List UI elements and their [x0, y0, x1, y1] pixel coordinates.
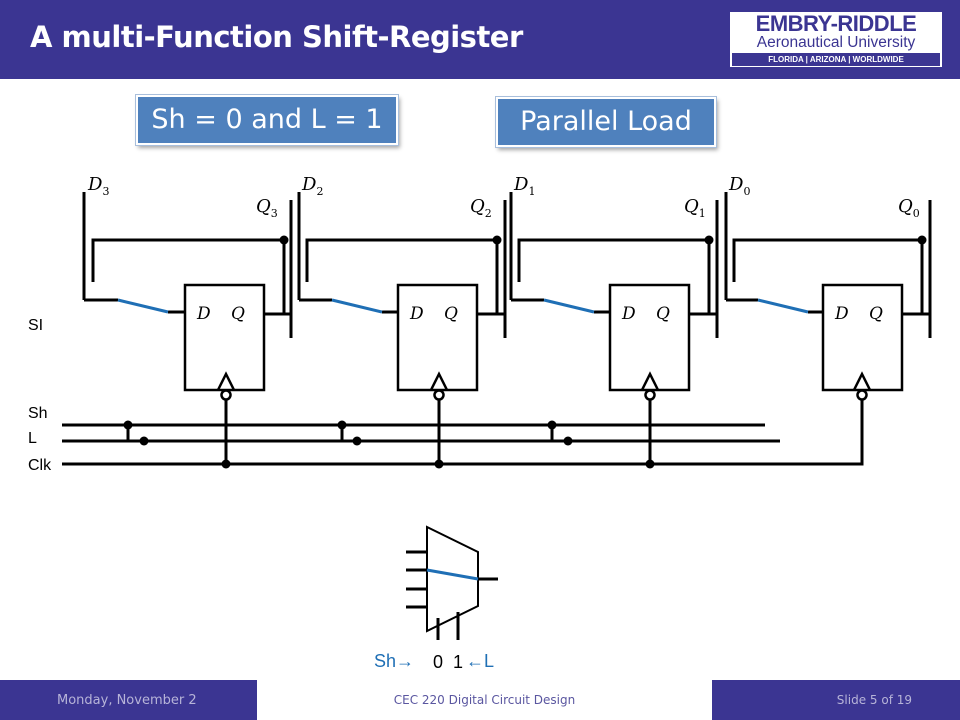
junction-dot — [547, 420, 557, 430]
junction-dot — [645, 459, 655, 469]
d2-label: D2 — [301, 174, 323, 198]
ff-q-label: Q — [231, 304, 245, 324]
common-wires — [62, 400, 864, 466]
junction-dot — [704, 235, 714, 245]
q1-label: Q1 — [684, 196, 706, 220]
ff-q-label: Q — [656, 304, 670, 324]
junction-dot — [139, 436, 149, 446]
junction-dot — [563, 436, 573, 446]
junction-dot — [337, 420, 347, 430]
clock-triangle — [852, 371, 872, 391]
l-label: L — [28, 430, 37, 447]
ff-d-label: D — [621, 304, 636, 324]
junction-dot — [279, 235, 289, 245]
slide-title: A multi-Function Shift-Register — [30, 20, 523, 54]
feedback-wire — [305, 238, 499, 314]
condition-callout: Sh = 0 and L = 1 — [136, 95, 398, 145]
d1-label: D1 — [513, 174, 535, 198]
ff-d-label: D — [196, 304, 211, 324]
selected-path — [331, 298, 383, 314]
clock-triangle — [429, 371, 449, 391]
logo-subtitle: Aeronautical University — [756, 34, 916, 51]
si-label: SI — [28, 317, 43, 334]
ff-q-label: Q — [869, 304, 883, 324]
selected-path — [117, 298, 169, 314]
mux-sel-one: 1 — [453, 652, 463, 672]
signal-labels: SI Sh L Clk — [28, 317, 52, 474]
mode-callout: Parallel Load — [496, 97, 716, 147]
stage-1: D Q D1 Q1 — [509, 174, 719, 469]
mux-selected-path — [426, 568, 479, 581]
clock-bubble — [856, 389, 868, 401]
logo-name: EMBRY-RIDDLE — [755, 11, 917, 36]
q2-label: Q2 — [470, 196, 492, 220]
ff-d-label: D — [409, 304, 424, 324]
feedback-wire — [91, 238, 286, 314]
mux-legend: Sh→ 0 1 ←L — [374, 525, 498, 672]
q3-label: Q3 — [256, 196, 278, 220]
junction-dot — [492, 235, 502, 245]
clock-triangle — [640, 371, 660, 391]
shift-register-diagram: SI Sh L Clk D Q D3 — [28, 174, 932, 672]
footer-bar: Monday, November 2 CEC 220 Digital Circu… — [0, 680, 960, 720]
junction-dot — [221, 459, 231, 469]
footer-date: Monday, November 2 — [57, 693, 197, 708]
d0-label: D0 — [728, 174, 750, 198]
clock-bubble — [644, 389, 656, 401]
mux-l-label: ←L — [466, 651, 494, 671]
clock-bubble — [433, 389, 445, 401]
feedback-wire — [517, 238, 711, 314]
selected-path — [543, 298, 595, 314]
footer-center-panel — [257, 680, 712, 720]
clock-triangle — [216, 371, 236, 391]
stage-0: D Q D0 Q0 — [724, 174, 932, 401]
stage-2: D Q D2 Q2 — [297, 174, 507, 469]
stage-3: D Q D3 Q3 — [82, 174, 293, 469]
sh-label: Sh — [28, 405, 48, 422]
junction-dot — [434, 459, 444, 469]
ff-d-label: D — [834, 304, 849, 324]
q0-label: Q0 — [898, 196, 920, 220]
footer-course: CEC 220 Digital Circuit Design — [393, 693, 576, 707]
junction-dot — [352, 436, 362, 446]
mux-sel-zero: 0 — [433, 652, 443, 672]
clk-line — [62, 400, 864, 466]
university-logo: EMBRY-RIDDLE Aeronautical University FLO… — [730, 12, 942, 67]
feedback-wire — [732, 238, 924, 314]
ff-q-label: Q — [444, 304, 458, 324]
junction-dot — [123, 420, 133, 430]
header-bar: A multi-Function Shift-Register EMBRY-RI… — [0, 0, 960, 79]
d3-label: D3 — [87, 174, 109, 198]
footer-slide-number: Slide 5 of 19 — [836, 693, 912, 707]
mux-sh-label: Sh→ — [374, 651, 414, 671]
clk-label: Clk — [28, 457, 52, 474]
logo-campuses: FLORIDA | ARIZONA | WORLDWIDE — [732, 53, 940, 66]
selected-path — [757, 298, 809, 314]
junction-dot — [917, 235, 927, 245]
clock-bubble — [220, 389, 232, 401]
mux-body — [426, 525, 479, 633]
